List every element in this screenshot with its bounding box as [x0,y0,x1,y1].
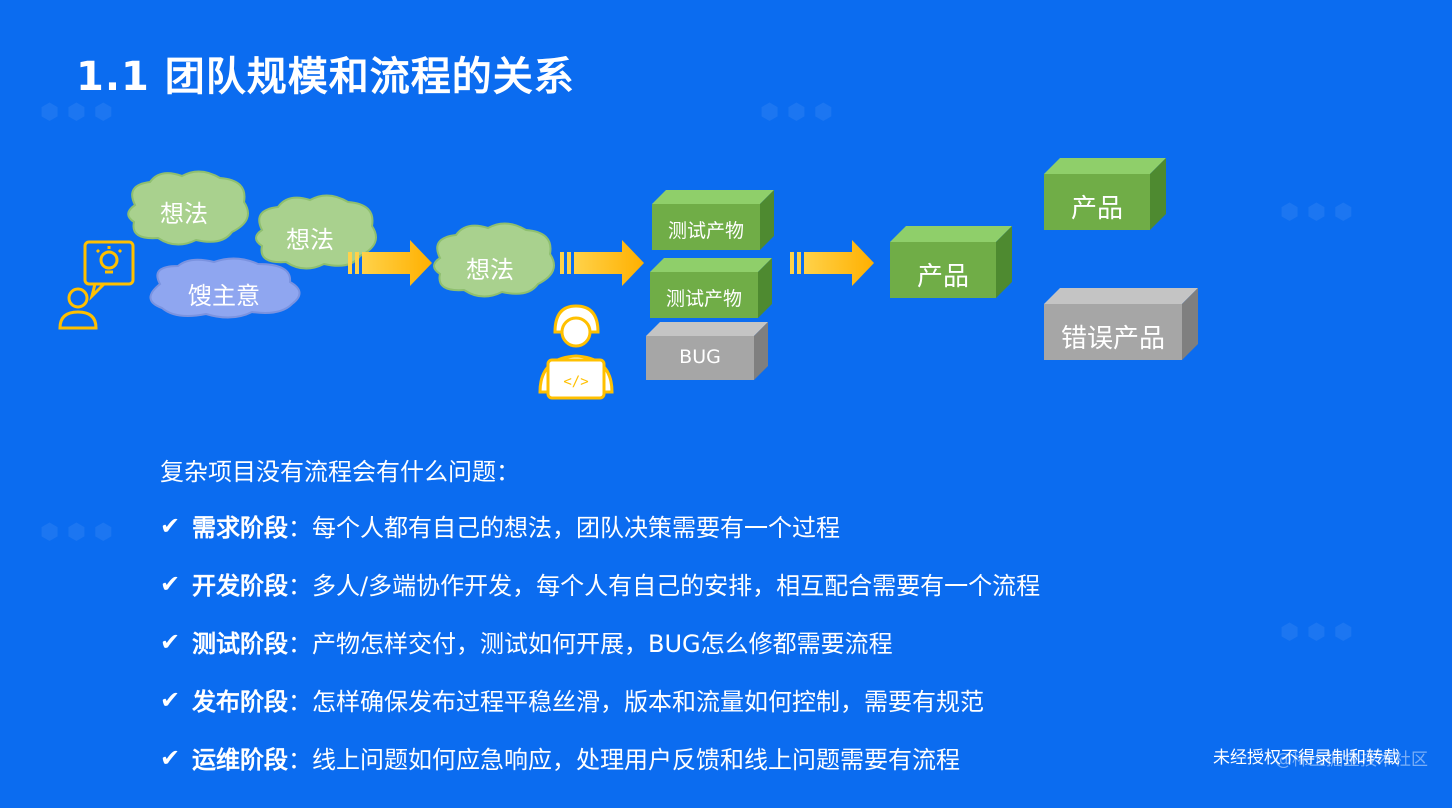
box-product-mid [890,226,1012,298]
svg-text:</>: </> [563,374,588,390]
watermark: ⬢ ⬢ ⬢ [1280,620,1353,645]
check-icon: ✔ [160,743,181,772]
question-heading: 复杂项目没有流程会有什么问题： [160,458,520,486]
watermark: ⬢ ⬢ ⬢ [40,100,113,125]
box-bug [646,322,768,380]
box-wrong-product [1044,288,1198,360]
developer-laptop-icon: </> [538,304,614,400]
check-icon: ✔ [160,627,181,656]
stage-name: 开发阶段 [192,572,288,600]
box-label: 测试产物 [665,288,742,310]
box-label: 测试产物 [667,220,744,242]
watermark: ⬢ ⬢ ⬢ [1280,200,1353,225]
box-label: 产品 [1070,194,1123,224]
cloud-idea-2 [255,194,377,270]
list-item: ✔ 需求阶段 ：每个人都有自己的想法，团队决策需要有一个过程 [160,508,840,543]
box-test-artifact-1 [652,190,774,250]
lightbulb-icon [83,240,135,301]
person-icon [58,287,98,330]
list-item: ✔ 运维阶段 ：线上问题如何应急响应，处理用户反馈和线上问题需要有流程 [160,740,960,775]
check-icon: ✔ [160,685,181,714]
cloud-bad-idea [149,257,301,319]
stage-description: ：怎样确保发布过程平稳丝滑，版本和流量如何控制，需要有规范 [288,688,984,716]
copyright-notice: 未经授权不得录制和转载 [1213,748,1400,768]
box-label: 产品 [916,262,969,292]
check-icon: ✔ [160,569,181,598]
watermark: ⬢ ⬢ ⬢ [40,520,113,545]
page-title: 1.1 团队规模和流程的关系 [76,54,575,100]
box-label: 错误产品 [1060,324,1165,354]
list-item: ✔ 开发阶段 ：多人/多端协作开发，每个人有自己的安排，相互配合需要有一个流程 [160,566,1040,601]
stage-name: 运维阶段 [192,746,288,774]
cloud-label: 想法 [286,226,334,254]
arrow-right-icon [348,240,432,286]
box-test-artifact-2 [650,258,772,318]
stage-description: ：每个人都有自己的想法，团队决策需要有一个过程 [288,514,840,542]
footer-watermark: @稀土掘金技术社区 [1275,750,1428,770]
cloud-label: 想法 [466,256,514,284]
box-label: BUG [679,346,721,368]
stage-name: 需求阶段 [192,514,288,542]
cloud-idea-1 [127,170,249,246]
stage-name: 测试阶段 [192,630,288,658]
arrow-right-icon [560,240,644,286]
list-item: ✔ 测试阶段 ：产物怎样交付，测试如何开展，BUG怎么修都需要流程 [160,624,893,659]
box-product-top [1044,158,1166,230]
stage-description: ：产物怎样交付，测试如何开展，BUG怎么修都需要流程 [288,630,893,658]
list-item: ✔ 发布阶段 ：怎样确保发布过程平稳丝滑，版本和流量如何控制，需要有规范 [160,682,984,717]
cloud-label: 想法 [160,200,208,228]
cloud-idea-3 [433,222,555,298]
stage-description: ：多人/多端协作开发，每个人有自己的安排，相互配合需要有一个流程 [288,572,1041,600]
flow-diagram: </> [58,158,1198,400]
arrow-right-icon [790,240,874,286]
stage-description: ：线上问题如何应急响应，处理用户反馈和线上问题需要有流程 [288,746,960,774]
watermark: ⬢ ⬢ ⬢ [760,100,833,125]
cloud-label: 馊主意 [188,282,260,310]
check-icon: ✔ [160,511,181,540]
stage-name: 发布阶段 [192,688,288,716]
